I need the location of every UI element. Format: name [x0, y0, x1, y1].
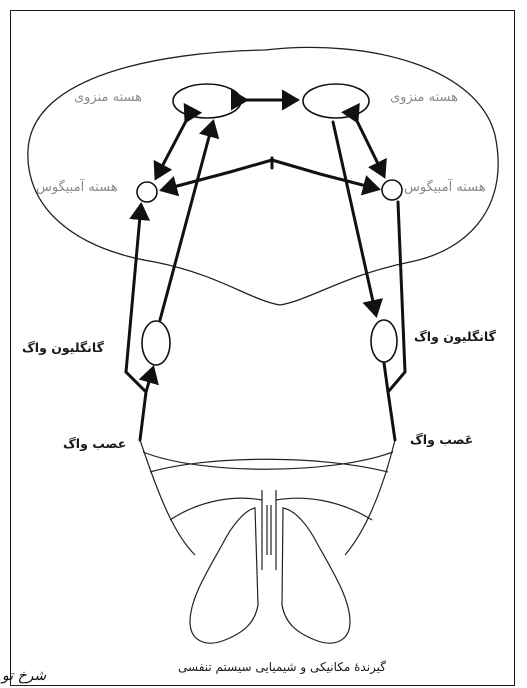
nucleus-solitarius-right [303, 84, 369, 118]
nucleus-ambiguus-right [382, 180, 402, 200]
figure-caption: گیرندهٔ مکانیکی و شیمیایی سیستم تنفسی [178, 660, 386, 674]
arrow-cross-right [272, 160, 378, 189]
arrow-right-sol-amb [357, 121, 384, 176]
label-nucleus-solitarius-right: هسته منزوی [390, 90, 458, 105]
arrow-ganglion-to-solitarius-left [160, 122, 213, 320]
lung-right [282, 508, 350, 643]
vagal-ganglion-right [371, 320, 397, 362]
handwritten-signature: شرخ تو [2, 668, 46, 684]
label-nucleus-ambiguus-left: هسته آمبیگوس [36, 180, 118, 195]
nerve-path-right-afferent [384, 363, 388, 392]
vagal-ganglion-left [142, 321, 170, 365]
arrow-solitarius-to-ganglion-right [333, 122, 376, 315]
label-nucleus-ambiguus-right: هسته آمبیگوس [404, 180, 486, 195]
diaphragm-lower [150, 459, 388, 472]
lung-left [190, 508, 258, 643]
nucleus-solitarius-left [173, 84, 241, 118]
trachea [262, 490, 276, 570]
label-vagal-ganglion-left: گانگلیون واگ [22, 340, 104, 355]
label-vagus-nerve-right: عَصب واگ [410, 432, 473, 447]
brainstem-outline [28, 47, 498, 305]
label-nucleus-solitarius-left: هسته منزوی [74, 90, 142, 105]
arrow-left-sol-amb [156, 121, 186, 178]
nerve-path-left-efferent [126, 205, 141, 372]
label-vagal-ganglion-right: گانگلیون واگ [414, 329, 496, 344]
nerve-path-right-efferent [388, 202, 405, 440]
nerve-path-left-join [126, 372, 146, 440]
nucleus-ambiguus-left [137, 182, 157, 202]
label-vagus-nerve-left: عصب واگ [63, 436, 126, 451]
diaphragm-upper [143, 452, 393, 469]
arrow-cross-left [162, 160, 272, 190]
nerve-path-left-afferent [146, 368, 153, 392]
